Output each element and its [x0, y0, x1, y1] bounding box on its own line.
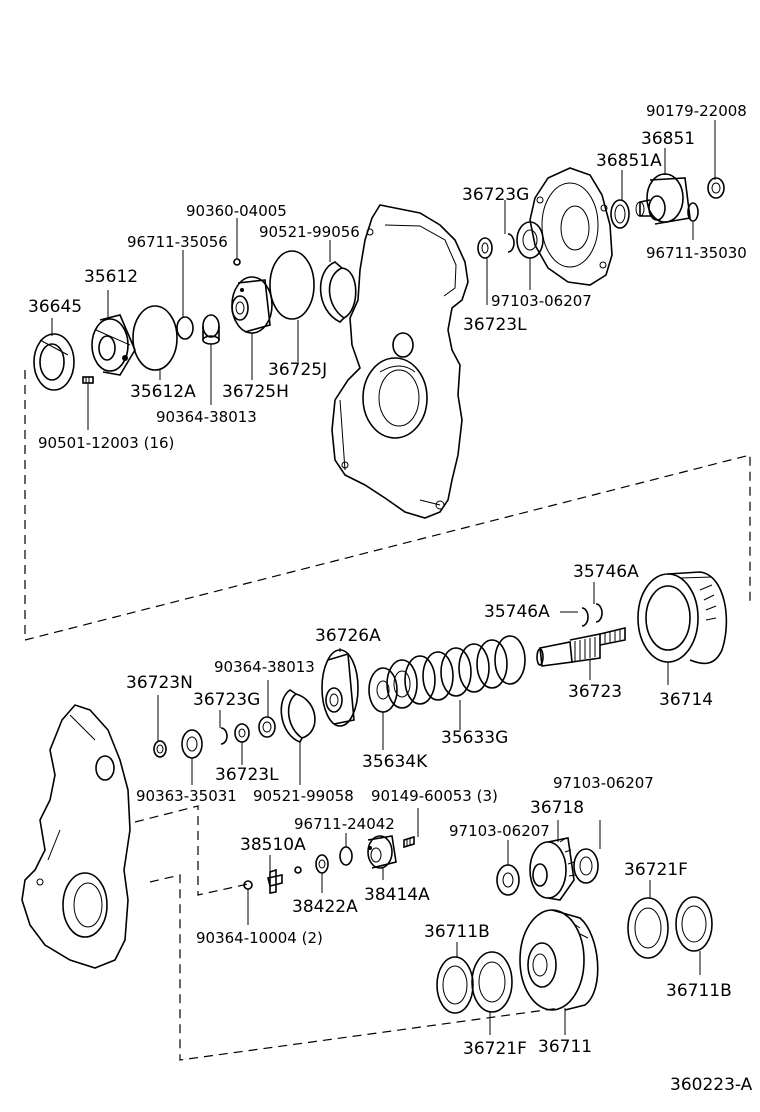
diagram-code: 360223-A: [670, 1075, 753, 1095]
label-96711-35030: 96711-35030: [646, 244, 747, 262]
needle-bearing-90364-38013-top: [202, 314, 220, 345]
snap-ring-36723G-top: [507, 233, 515, 253]
label-35612A: 35612A: [130, 382, 196, 402]
snap-ring-36723G-mid: [220, 727, 228, 745]
label-36725J: 36725J: [268, 360, 327, 380]
label-90501-12003: 90501-12003 (16): [38, 434, 174, 452]
label-36723G-mid: 36723G: [193, 690, 260, 710]
label-36723N: 36723N: [126, 673, 193, 693]
label-38422A: 38422A: [292, 897, 358, 917]
assembly-boundary-upper: [24, 370, 751, 641]
ring-36723L-mid: [234, 723, 250, 743]
leader-lines: [51, 120, 716, 1035]
oring-96711-35056: [176, 316, 194, 340]
transfer-case-housing-top: [331, 204, 469, 519]
bearing-97103-06207-top: [516, 221, 544, 259]
label-36711B-top: 36711B: [424, 922, 490, 942]
ring-36723L-top: [477, 237, 493, 259]
ring-35612A: [132, 305, 178, 371]
label-90364-38013-mid: 90364-38013: [214, 658, 315, 676]
label-97103-06207-left: 97103-06207: [449, 822, 550, 840]
label-90363-35031: 90363-35031: [136, 787, 237, 805]
spacer-38422A: [315, 854, 329, 874]
label-96711-35056: 96711-35056: [127, 233, 228, 251]
label-38414A: 38414A: [364, 885, 430, 905]
seal-36711B-left: [436, 956, 474, 1014]
label-97103-06207-right: 97103-06207: [553, 774, 654, 792]
oil-pump-35612: [91, 314, 136, 376]
label-90149-60053: 90149-60053 (3): [371, 787, 498, 805]
ball-90360-04005: [233, 258, 241, 266]
label-35634K: 35634K: [362, 752, 428, 772]
collar-36723N: [153, 740, 167, 758]
transfer-case-housing-front: [21, 704, 131, 969]
seal-36711B-right: [675, 896, 713, 952]
bearing-97103-06207-left: [496, 864, 520, 896]
label-35612: 35612: [84, 267, 138, 287]
label-90521-99056: 90521-99056: [259, 223, 360, 241]
sprocket-36711: [519, 909, 599, 1011]
label-97103-06207-top: 97103-06207: [491, 292, 592, 310]
housing-38414A: [367, 835, 397, 869]
seal-36645: [33, 333, 75, 391]
label-36718: 36718: [530, 798, 584, 818]
bearing-97103-06207-right: [573, 848, 599, 884]
flange-36851: [635, 173, 691, 225]
label-36723L-top: 36723L: [463, 315, 527, 335]
label-36725H: 36725H: [222, 382, 289, 402]
label-36723: 36723: [568, 682, 622, 702]
oring-96711-24042: [339, 846, 353, 866]
label-90364-38013-top: 90364-38013: [156, 408, 257, 426]
assembly-boundary-lower: [149, 874, 561, 1061]
oring-96711-35030: [687, 202, 699, 222]
drum-36725H: [231, 276, 273, 334]
bearing-90363-35031: [181, 729, 203, 759]
label-96711-24042: 96711-24042: [294, 815, 395, 833]
bearing-36721F-right: [627, 897, 669, 959]
seal-36851A: [610, 199, 630, 229]
rear-retainer-plate: [529, 167, 613, 286]
label-90364-10004: 90364-10004 (2): [196, 929, 323, 947]
label-36726A: 36726A: [315, 626, 381, 646]
label-36851: 36851: [641, 129, 695, 149]
label-90179-22008: 90179-22008: [646, 102, 747, 120]
label-36711: 36711: [538, 1037, 592, 1057]
label-36645: 36645: [28, 297, 82, 317]
label-36714: 36714: [659, 690, 713, 710]
part-38510A: [267, 868, 283, 894]
label-90360-04005: 90360-04005: [186, 202, 287, 220]
pressure-plate-35634K: [368, 667, 398, 713]
ring-gear-36714: [637, 571, 728, 665]
drum-36726A: [321, 649, 359, 727]
bolt-90501-12003: [82, 376, 94, 384]
label-38510A: 38510A: [240, 835, 306, 855]
needle-bearing-90364-38013-mid: [258, 716, 276, 738]
label-90521-99058: 90521-99058: [253, 787, 354, 805]
bearing-36721F-bottom: [471, 951, 513, 1013]
label-36721F-bottom: 36721F: [463, 1039, 527, 1059]
label-35633G: 35633G: [441, 728, 508, 748]
snap-ring-35746A-right: [595, 603, 603, 623]
bolt-90149-60053: [403, 835, 415, 849]
label-36723L-mid: 36723L: [215, 765, 279, 785]
snap-ring-90521-99058: [280, 689, 316, 743]
label-35746A-left: 35746A: [484, 602, 550, 622]
snap-ring-35746A-left: [581, 607, 589, 627]
snap-ring-90521-99056: [319, 261, 357, 323]
label-36851A: 36851A: [596, 151, 662, 171]
assembly-boundary-middle: [134, 805, 249, 896]
washer-small: [294, 866, 302, 874]
sprocket-36718: [529, 837, 576, 901]
label-35746A-right: 35746A: [573, 562, 639, 582]
label-36711B-right: 36711B: [666, 981, 732, 1001]
output-shaft-36723: [536, 626, 626, 667]
label-36723G-top: 36723G: [462, 185, 529, 205]
nut-90179-22008: [707, 177, 725, 199]
ring-36725J: [269, 250, 315, 320]
clutch-disc-pack-35633G: [386, 635, 526, 709]
label-36721F-right: 36721F: [624, 860, 688, 880]
